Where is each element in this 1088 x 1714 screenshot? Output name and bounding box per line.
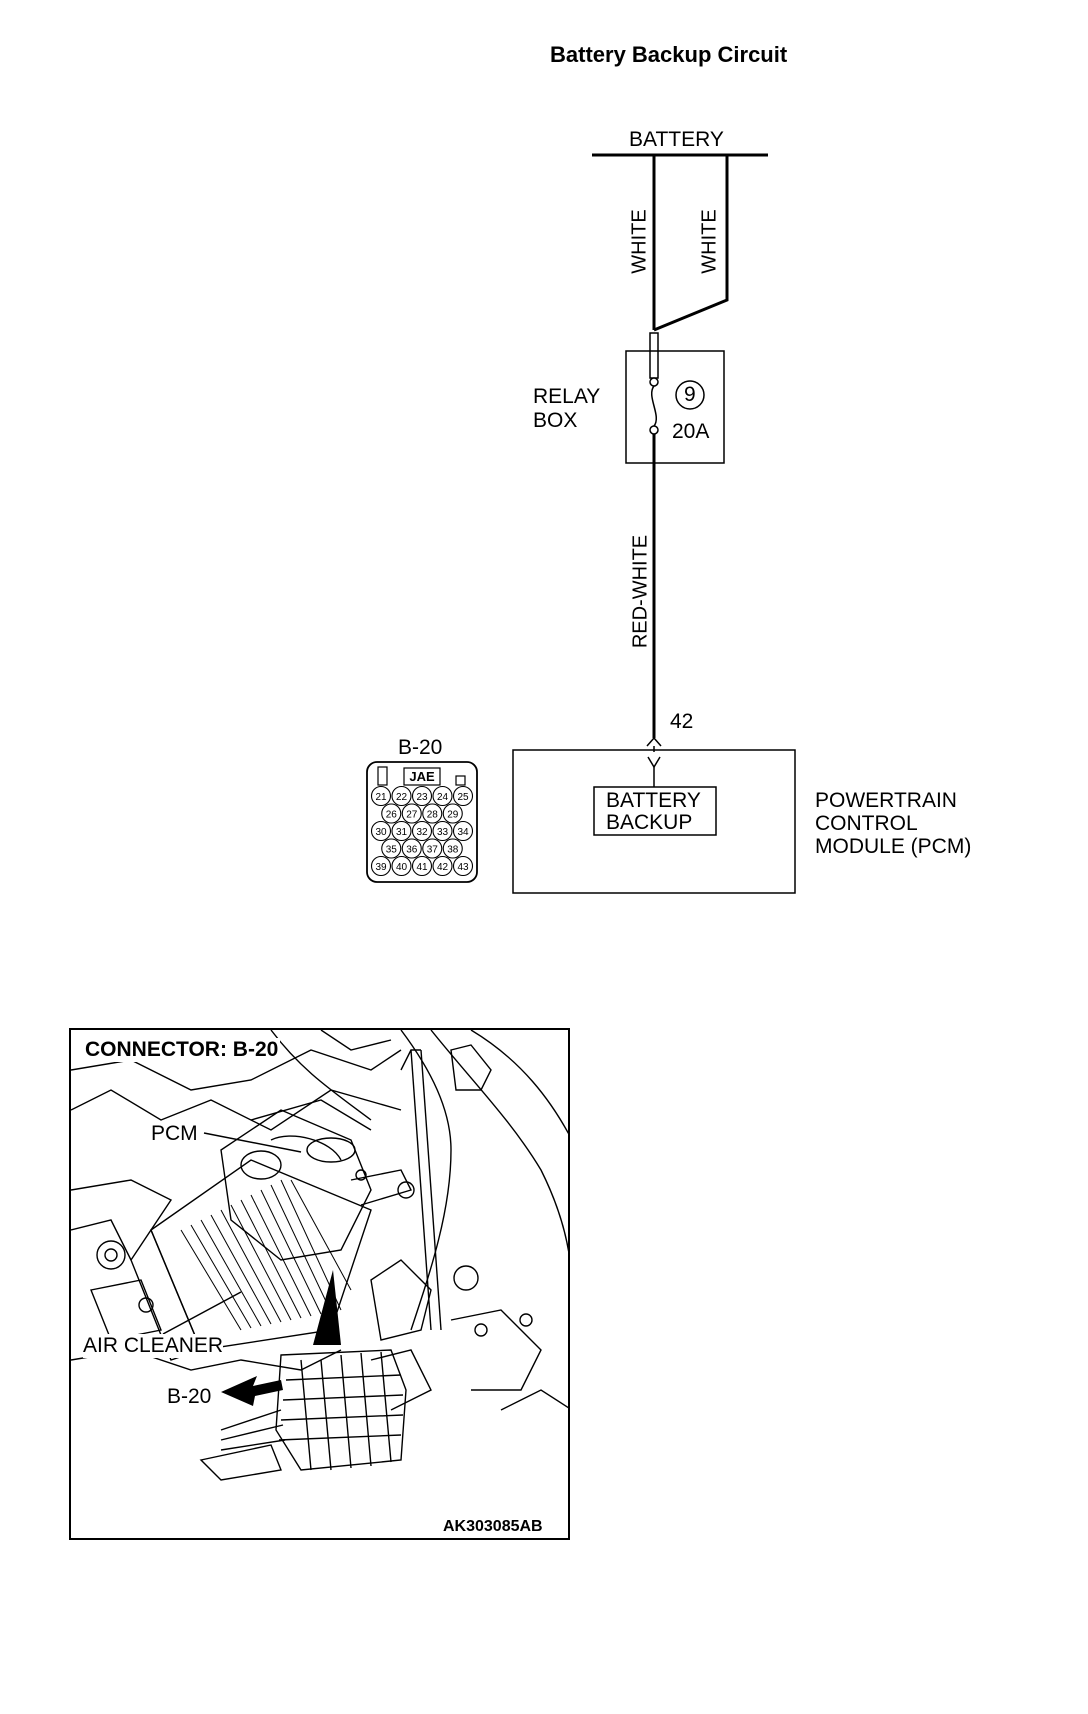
connector-pin-number: 25 xyxy=(457,792,469,803)
fuse-number: 9 xyxy=(684,383,696,406)
connector-pin-number: 26 xyxy=(386,810,398,821)
connector-pin xyxy=(370,820,392,842)
pcm-input-arrow xyxy=(647,756,661,769)
battery-label: BATTERY xyxy=(629,128,724,151)
connector-pin-number: 34 xyxy=(457,827,469,838)
connector-latch-left xyxy=(377,766,388,786)
page-title: Battery Backup Circuit xyxy=(550,42,788,67)
pcm-label-line-1: POWERTRAIN xyxy=(815,789,957,812)
connector-pin-number: 28 xyxy=(427,810,439,821)
connector-pin xyxy=(432,785,453,807)
connector-pin xyxy=(411,785,433,807)
connector-location-view: CONNECTOR: B-20 PCM AIR CLEANER B-20 AK3… xyxy=(69,1028,570,1540)
connector-pin xyxy=(452,820,474,842)
air-cleaner-leader-line xyxy=(162,1291,242,1335)
pcm-callout: PCM xyxy=(151,1122,198,1146)
connector-pin xyxy=(401,838,422,859)
connector-brand-box xyxy=(403,767,441,786)
connector-pin-number: 29 xyxy=(447,810,459,821)
connector-pin xyxy=(422,803,443,824)
location-heading: CONNECTOR: B-20 xyxy=(83,1038,281,1062)
connector-pin-number: 38 xyxy=(447,845,459,856)
terminal-number: 42 xyxy=(670,710,694,733)
connector-pin-number: 40 xyxy=(396,862,408,873)
connector-pin xyxy=(391,855,412,877)
relay-box-label-2: BOX xyxy=(533,409,578,432)
connector-pin-number: 41 xyxy=(416,862,428,873)
b20-pointer-arrow xyxy=(221,1376,283,1406)
connector-pin-number: 33 xyxy=(437,827,449,838)
connector-pin xyxy=(452,855,474,877)
connector-pin-number: 37 xyxy=(427,845,439,856)
connector-pin-number: 23 xyxy=(416,792,428,803)
connector-pin xyxy=(391,785,412,807)
connector-pin-number: 39 xyxy=(375,862,387,873)
connector-pin xyxy=(370,855,392,877)
pcm-label-line-3: MODULE (PCM) xyxy=(815,835,972,858)
connector-face-label: B-20 xyxy=(398,736,443,759)
connector-pin-number: 22 xyxy=(396,792,408,803)
connector-brand: JAE xyxy=(409,769,435,784)
connector-pin-number: 30 xyxy=(375,827,387,838)
connector-pin-number: 24 xyxy=(437,792,449,803)
wire-white-right xyxy=(653,155,729,332)
relay-box xyxy=(625,350,725,464)
pcm-box xyxy=(512,749,796,894)
connector-pin xyxy=(442,838,463,859)
fuse-number-circle xyxy=(675,380,705,410)
connector-pin xyxy=(381,803,402,824)
wiring-diagram: 21 22 23 24 25 26 27 28 29 30 31 32 33 34 35 36 37 38 39 40… xyxy=(366,153,796,894)
engine-bay-illustration xyxy=(71,1030,568,1481)
battery-backup-line-2: BACKUP xyxy=(606,811,693,834)
b20-callout: B-20 xyxy=(167,1385,212,1409)
zoom-wedge xyxy=(313,1270,341,1345)
connector-pin-number: 35 xyxy=(386,845,398,856)
connector-pin xyxy=(452,785,474,807)
connector-pin xyxy=(411,855,433,877)
fuse-rating: 20A xyxy=(672,420,710,443)
connector-pin xyxy=(370,785,392,807)
connector-pin xyxy=(432,855,453,877)
connector-pin xyxy=(422,838,443,859)
connector-latch-right xyxy=(455,775,466,786)
connector-pin-number: 36 xyxy=(406,845,418,856)
connector-pin xyxy=(381,838,402,859)
fuse-element xyxy=(651,385,657,427)
battery-backup-box xyxy=(593,786,717,836)
pcm-label-line-2: CONTROL xyxy=(815,812,918,835)
connector-pin-number: 27 xyxy=(406,810,418,821)
figure-id: AK303085AB xyxy=(443,1518,543,1535)
wire-left-color-label: WHITE xyxy=(628,209,651,274)
pcm-leader-line xyxy=(203,1132,302,1153)
relay-box-label-1: RELAY xyxy=(533,385,601,408)
wire-sleeve xyxy=(649,332,659,379)
connector-pin-number: 31 xyxy=(396,827,408,838)
connector-pin xyxy=(442,803,463,824)
connector-pin-number: 32 xyxy=(416,827,428,838)
connector-pin xyxy=(432,820,453,842)
connector-pin xyxy=(411,820,433,842)
terminal-chevron xyxy=(646,736,662,747)
connector-pin-number: 43 xyxy=(457,862,469,873)
wire-lower-color-label: RED-WHITE xyxy=(629,534,652,649)
air-cleaner-callout: AIR CLEANER xyxy=(83,1334,224,1358)
connector-pin-number: 42 xyxy=(437,862,449,873)
connector-pin-grid: 21 22 23 24 25 26 27 28 29 30 31 32 33 34 35 36 37 38 39 40… xyxy=(370,785,474,877)
connector-pin xyxy=(391,820,412,842)
fuse-terminal-top xyxy=(649,377,659,387)
connector-pin-number: 21 xyxy=(375,792,387,803)
fuse-terminal-bottom xyxy=(649,425,659,435)
battery-backup-line-1: BATTERY xyxy=(606,789,701,812)
wire-right-color-label: WHITE xyxy=(698,209,721,274)
connector-pin xyxy=(401,803,422,824)
